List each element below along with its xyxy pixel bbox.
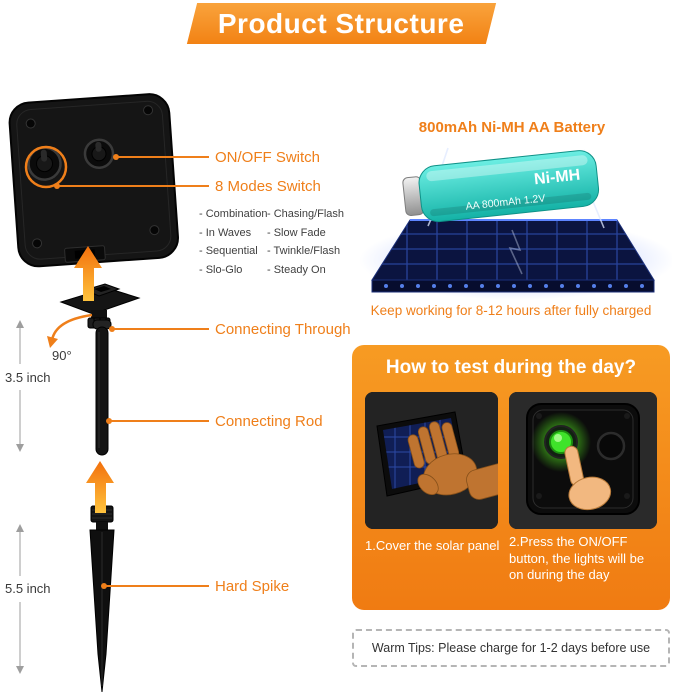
press-button-graphic bbox=[509, 392, 657, 529]
controller-back-graphic bbox=[8, 93, 179, 268]
cover-panel-graphic bbox=[365, 392, 498, 529]
page-title: Product Structure bbox=[218, 7, 465, 39]
charge-caption: Keep working for 8-12 hours after fully … bbox=[370, 303, 652, 318]
hard-spike-graphic bbox=[89, 505, 115, 693]
header-banner: Product Structure bbox=[186, 3, 497, 44]
connecting-rod-label: Connecting Rod bbox=[215, 413, 323, 430]
corner-screws-icon bbox=[536, 413, 630, 499]
battery-label-nimh: Ni-MH bbox=[533, 167, 581, 189]
pointing-hand-icon bbox=[564, 445, 612, 511]
warm-tips-box: Warm Tips: Please charge for 1-2 days be… bbox=[352, 629, 670, 667]
battery-title: 800mAh Ni-MH AA Battery bbox=[418, 119, 606, 136]
modes-list: - Combination - Chasing/Flash - In Waves… bbox=[199, 205, 369, 279]
mount-slot-icon bbox=[64, 245, 106, 263]
connecting-through-label: Connecting Through bbox=[215, 321, 351, 338]
test-panel-title: How to test during the day? bbox=[385, 357, 637, 378]
hand-icon bbox=[407, 421, 498, 500]
mode-item: - In Waves bbox=[199, 226, 252, 239]
test-step-2: 2.Press the ON/OFF button, the lights wi… bbox=[509, 534, 645, 583]
cover-panel-photo bbox=[365, 392, 498, 529]
modes-switch-label: 8 Modes Switch bbox=[215, 178, 321, 195]
corner-screws-icon bbox=[25, 105, 160, 249]
curved-arrowhead-icon bbox=[47, 336, 58, 348]
mode-knob-icon bbox=[596, 431, 626, 461]
onoff-knob-icon bbox=[83, 138, 115, 170]
angle-90-label: 90° bbox=[52, 348, 72, 363]
mode-item: - Steady On bbox=[267, 263, 326, 276]
mode-item: - Sequential bbox=[199, 245, 258, 257]
aa-battery-icon: Ni-MH AA 800mAh 1.2V bbox=[402, 150, 600, 223]
mode-item: - Slo-Glo bbox=[199, 263, 243, 276]
mode-item: - Combination bbox=[199, 208, 268, 220]
warm-tips-text: Warm Tips: Please charge for 1-2 days be… bbox=[371, 641, 651, 655]
connecting-rod-graphic bbox=[92, 319, 112, 456]
solar-panel-icon bbox=[371, 219, 655, 281]
rod-length-label: 3.5 inch bbox=[5, 370, 51, 385]
hard-spike-label: Hard Spike bbox=[215, 578, 290, 595]
mode-item: - Chasing/Flash bbox=[267, 208, 345, 220]
mode-item: - Twinkle/Flash bbox=[267, 245, 341, 257]
mode-item: - Slow Fade bbox=[267, 226, 326, 239]
spike-length-label: 5.5 inch bbox=[5, 581, 51, 596]
how-to-test-panel: How to test during the day? bbox=[352, 345, 670, 610]
press-button-photo bbox=[509, 392, 657, 529]
battery-solar-graphic: Ni-MH AA 800mAh 1.2V bbox=[359, 147, 672, 300]
mode-knob-icon bbox=[27, 146, 62, 181]
panel-edge-leds-icon bbox=[384, 284, 644, 288]
test-step-1: 1.Cover the solar panel bbox=[365, 538, 500, 553]
onoff-switch-label: ON/OFF Switch bbox=[215, 149, 321, 166]
